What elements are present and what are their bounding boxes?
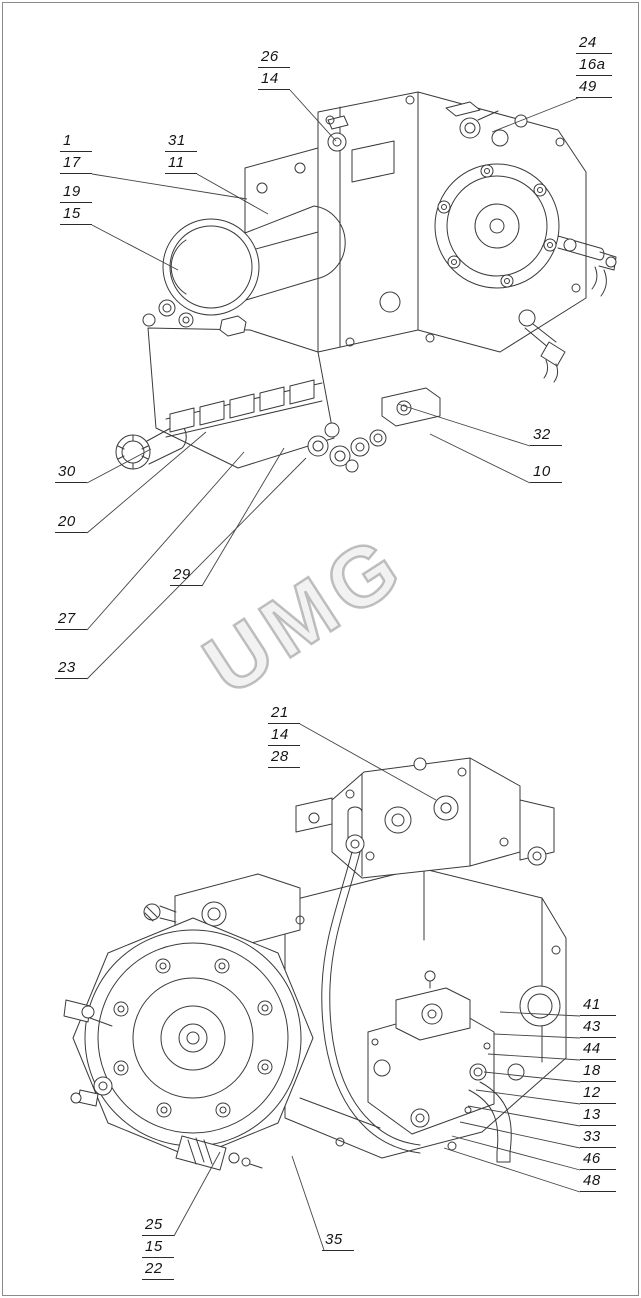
callout-label: 15 — [60, 203, 92, 225]
callout-group-32: 32 — [530, 424, 562, 446]
callout-label: 17 — [60, 152, 92, 174]
callout-label: 1 — [60, 130, 92, 152]
callout-label: 19 — [60, 181, 92, 203]
callout-group-31-11: 31 11 — [165, 130, 197, 174]
callout-label: 18 — [580, 1060, 616, 1082]
callout-label: 21 — [268, 702, 300, 724]
callout-label: 28 — [268, 746, 300, 768]
callout-label: 41 — [580, 994, 616, 1016]
callout-label: 27 — [55, 608, 87, 630]
assembly-drawing-top — [115, 91, 617, 473]
callout-group-21-14-28: 21 14 28 — [268, 702, 300, 768]
callout-label: 22 — [142, 1258, 174, 1280]
callout-label: 48 — [580, 1170, 616, 1192]
callout-group-27: 27 — [55, 608, 87, 630]
callout-label: 12 — [580, 1082, 616, 1104]
callout-group-26-14: 26 14 — [258, 46, 290, 90]
callout-label: 49 — [576, 76, 612, 98]
callout-label: 14 — [258, 68, 290, 90]
assembly-drawing-bottom — [63, 757, 567, 1171]
callout-group-23: 23 — [55, 657, 87, 679]
callout-label: 31 — [165, 130, 197, 152]
callout-group-29: 29 — [170, 564, 202, 586]
callout-group-25-15-22: 25 15 22 — [142, 1214, 174, 1280]
callout-group-30: 30 — [55, 461, 87, 483]
callout-label: 32 — [530, 424, 562, 446]
callout-label: 11 — [165, 152, 197, 174]
callout-label: 44 — [580, 1038, 616, 1060]
callout-label: 43 — [580, 1016, 616, 1038]
callout-label: 30 — [55, 461, 87, 483]
callout-label: 25 — [142, 1214, 174, 1236]
callout-label: 13 — [580, 1104, 616, 1126]
callout-group-19-15: 19 15 — [60, 181, 92, 225]
callout-label: 26 — [258, 46, 290, 68]
callout-label: 29 — [170, 564, 202, 586]
callout-group-20: 20 — [55, 511, 87, 533]
callout-label: 46 — [580, 1148, 616, 1170]
callout-label: 14 — [268, 724, 300, 746]
callout-group-10: 10 — [530, 461, 562, 483]
callout-label: 23 — [55, 657, 87, 679]
callout-group-35: 35 — [322, 1229, 354, 1251]
leader-lines — [86, 89, 581, 1251]
callout-label: 16a — [576, 54, 612, 76]
callout-label: 35 — [322, 1229, 354, 1251]
callout-label: 24 — [576, 32, 612, 54]
callout-label: 15 — [142, 1236, 174, 1258]
callout-label: 33 — [580, 1126, 616, 1148]
callout-group-24-16a-49: 24 16a 49 — [576, 32, 612, 98]
callout-label: 10 — [530, 461, 562, 483]
callout-label: 20 — [55, 511, 87, 533]
callout-group-1-17: 1 17 — [60, 130, 92, 174]
callout-group-right-column: 41 43 44 18 12 13 33 46 48 — [580, 994, 616, 1192]
